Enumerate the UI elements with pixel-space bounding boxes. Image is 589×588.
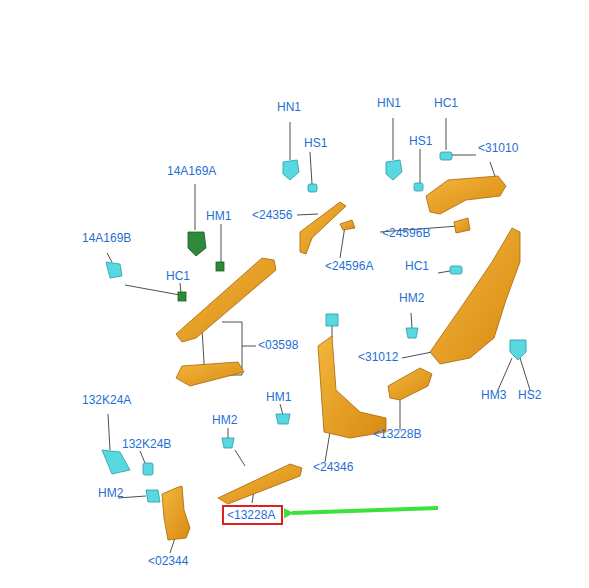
callout-number: HM3 [481, 388, 506, 402]
callout-number: <24356 [252, 208, 292, 222]
callout-number: 14A169B [82, 231, 131, 245]
callout-number: <31010 [478, 141, 518, 155]
leader-lines [107, 118, 530, 553]
callout-number: HN1 [277, 100, 301, 114]
callout-number: HM2 [399, 291, 424, 305]
callout-number: <13228B [373, 427, 421, 441]
callout-number: HS1 [304, 136, 327, 150]
callout-number: HS2 [518, 388, 541, 402]
clips [102, 152, 526, 502]
callout-number: HC1 [166, 269, 190, 283]
callout-number: 132K24A [82, 393, 131, 407]
callout-number: HC1 [434, 96, 458, 110]
highlight-box: <13228A [222, 505, 283, 525]
callout-number: HS1 [409, 134, 432, 148]
callout-number: HM1 [206, 209, 231, 223]
callout-number: HM1 [266, 390, 291, 404]
pointer-arrow [292, 508, 438, 513]
trim-panels [162, 176, 520, 540]
callout-number: <31012 [358, 350, 398, 364]
callout-number: <03598 [258, 338, 298, 352]
callout-number: HN1 [377, 96, 401, 110]
callout-number: HC1 [405, 259, 429, 273]
callout-number: <24346 [313, 460, 353, 474]
callout-number: HM2 [212, 413, 237, 427]
callout-number: <24596A [325, 259, 373, 273]
callout-number: HM2 [98, 486, 123, 500]
green-clips [178, 232, 224, 301]
callout-number: <13228A [227, 508, 278, 522]
callout-number: <02344 [148, 554, 188, 568]
callout-number: 132K24B [122, 437, 171, 451]
callout-number: <24596B [382, 226, 430, 240]
callout-number: 14A169A [167, 164, 216, 178]
